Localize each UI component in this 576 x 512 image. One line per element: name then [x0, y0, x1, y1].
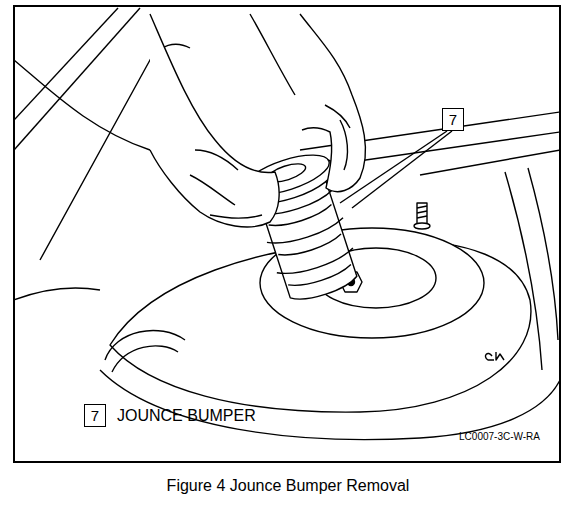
figure-caption: Figure 4 Jounce Bumper Removal	[167, 477, 410, 495]
callout-box: 7	[84, 404, 106, 427]
figure-code: LC0007-3C-W-RA	[459, 431, 540, 442]
callout-number: 7	[91, 408, 99, 423]
round-part	[112, 346, 178, 372]
left-hand	[150, 14, 279, 227]
right-arm	[250, 14, 295, 95]
left-arm	[15, 60, 150, 150]
leader-line	[352, 131, 452, 208]
frame	[14, 6, 560, 462]
right-hand	[300, 14, 365, 192]
tower-wall	[528, 168, 558, 340]
part-name: JOUNCE BUMPER	[117, 407, 256, 425]
finger-lines	[190, 150, 262, 218]
tower-wall	[420, 150, 559, 175]
tower-plate-edge	[100, 370, 559, 440]
fender-edge	[15, 8, 140, 150]
inner-panel	[15, 288, 100, 300]
callout-box: 7	[442, 108, 464, 131]
stud	[414, 203, 430, 229]
finger-lines	[325, 105, 350, 170]
artist-mark	[485, 352, 504, 360]
callout-number: 7	[449, 112, 457, 127]
leader-line	[340, 131, 447, 203]
round-part	[105, 330, 185, 360]
